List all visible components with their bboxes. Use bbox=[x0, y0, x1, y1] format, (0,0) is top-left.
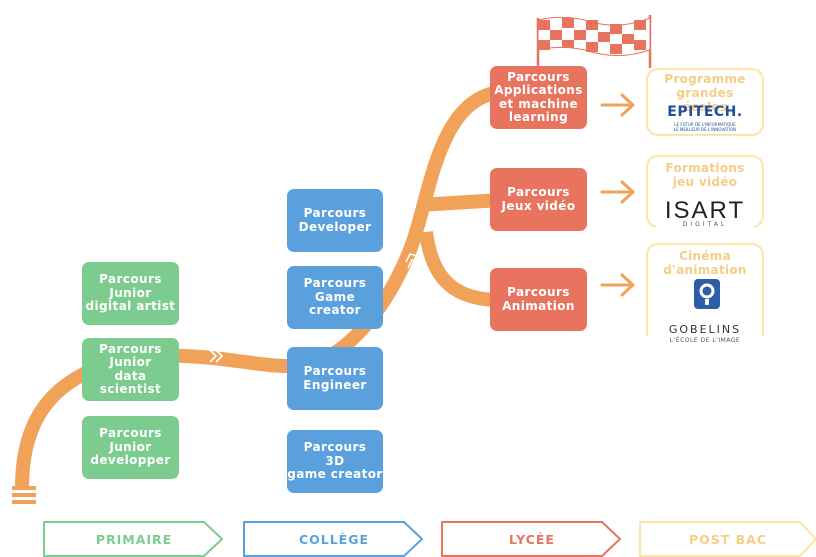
epitech-tagline-2: LE MEILLEUR DE L'INNOVATION bbox=[673, 127, 737, 132]
epitech-tagline-1: LE FUTUR DE L'INFORMATIQUE bbox=[674, 122, 736, 127]
card-applications-machine-learning: Parcours Applications et machine learnin… bbox=[490, 66, 587, 129]
stage-label-lycee: LYCÉE bbox=[509, 532, 555, 547]
postbac-gobelins-title: Cinéma d'animation bbox=[663, 249, 747, 277]
card-junior-data-scientist: Parcours Junior data scientist bbox=[82, 338, 179, 401]
card-junior-digital-artist: Parcours Junior digital artist bbox=[82, 262, 179, 325]
stage-label-college: COLLÈGE bbox=[298, 532, 370, 547]
card-game-creator: Parcours Game creator bbox=[287, 266, 383, 329]
gobelins-logo: GOBELINS bbox=[648, 323, 762, 336]
gobelins-subtitle: L'ÉCOLE DE L'IMAGE bbox=[669, 337, 741, 344]
card-developer: Parcours Developer bbox=[287, 189, 383, 252]
postbac-gobelins: Cinéma d'animation GOBELINS L'ÉCOLE DE L… bbox=[646, 243, 764, 344]
stage-bars bbox=[43, 521, 816, 557]
card-junior-developper: Parcours Junior developper bbox=[82, 416, 179, 479]
card-animation: Parcours Animation bbox=[490, 268, 587, 331]
path-start-stripes bbox=[12, 486, 36, 504]
stage-label-postbac: POST BAC bbox=[688, 532, 768, 547]
gobelins-emblem-icon bbox=[694, 279, 720, 309]
isart-logo: ISART bbox=[664, 197, 746, 224]
card-jeux-video: Parcours Jeux vidéo bbox=[490, 168, 587, 231]
stage-label-primaire: PRIMAIRE bbox=[95, 532, 173, 547]
postbac-epitech-title: Programme grandes écoles bbox=[658, 72, 752, 114]
postbac-isart: Formations jeu vidéo ISART DIGITAL bbox=[646, 155, 764, 228]
result-arrows bbox=[600, 93, 635, 297]
path-chevrons bbox=[35, 253, 421, 451]
postbac-isart-title: Formations jeu vidéo bbox=[665, 161, 745, 189]
card-engineer: Parcours Engineer bbox=[287, 347, 383, 410]
postbac-epitech: Programme grandes écoles EPITECH. LE FUT… bbox=[646, 68, 764, 136]
card-3d-game-creator: Parcours 3D game creator bbox=[287, 430, 383, 493]
epitech-logo: EPITECH. bbox=[667, 104, 743, 120]
checkered-flag bbox=[536, 15, 652, 68]
isart-subtitle: DIGITAL bbox=[656, 221, 754, 228]
